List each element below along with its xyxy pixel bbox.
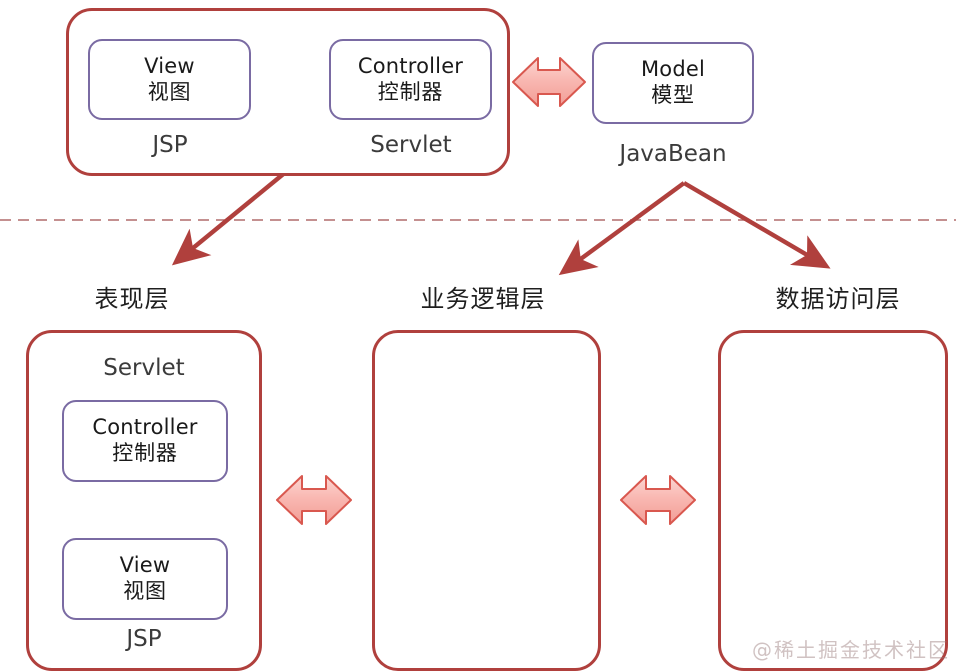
presentation-tier-bottom-caption: JSP: [126, 626, 162, 652]
mvc-view-box[interactable]: View 视图: [88, 39, 251, 120]
mvc-controller-box[interactable]: Controller 控制器: [329, 39, 492, 120]
mvc-servlet-caption: Servlet: [370, 132, 452, 158]
mvc-view-label-en: View: [144, 53, 195, 78]
mvc-controller-label-cn: 控制器: [377, 79, 444, 104]
layer-label-presentation: 表现层: [94, 285, 170, 313]
presentation-controller-label-en: Controller: [92, 415, 198, 440]
watermark: @稀土掘金技术社区: [752, 638, 950, 662]
presentation-view-label-en: View: [119, 553, 171, 578]
presentation-controller-label-cn: 控制器: [112, 441, 178, 465]
connector-mvc-to-presentation: [171, 169, 289, 266]
data-tier-box: [718, 330, 948, 671]
presentation-view-label-cn: 视图: [123, 579, 167, 603]
javabean-caption: JavaBean: [619, 141, 727, 167]
double-arrow-icon-business-data: [620, 475, 696, 525]
business-tier-box: [372, 330, 601, 671]
mvc-model-label-en: Model: [640, 57, 706, 82]
mvc-model-box[interactable]: Model 模型: [592, 42, 754, 124]
layer-label-business: 业务逻辑层: [420, 285, 546, 313]
mvc-jsp-caption: JSP: [152, 132, 188, 158]
mvc-controller-label-en: Controller: [357, 53, 464, 78]
double-arrow-icon-mvc: [512, 57, 586, 107]
presentation-view-box[interactable]: View 视图: [62, 538, 228, 620]
layer-label-data: 数据访问层: [775, 285, 901, 313]
presentation-controller-box[interactable]: Controller 控制器: [62, 400, 228, 482]
double-arrow-icon-presentation-business: [276, 475, 352, 525]
connector-javabean-to-data: [682, 181, 831, 269]
connector-javabean-to-business: [558, 181, 686, 276]
mvc-view-label-cn: 视图: [147, 79, 192, 104]
mvc-model-label-cn: 模型: [651, 83, 695, 107]
presentation-tier-top-caption: Servlet: [103, 355, 185, 381]
